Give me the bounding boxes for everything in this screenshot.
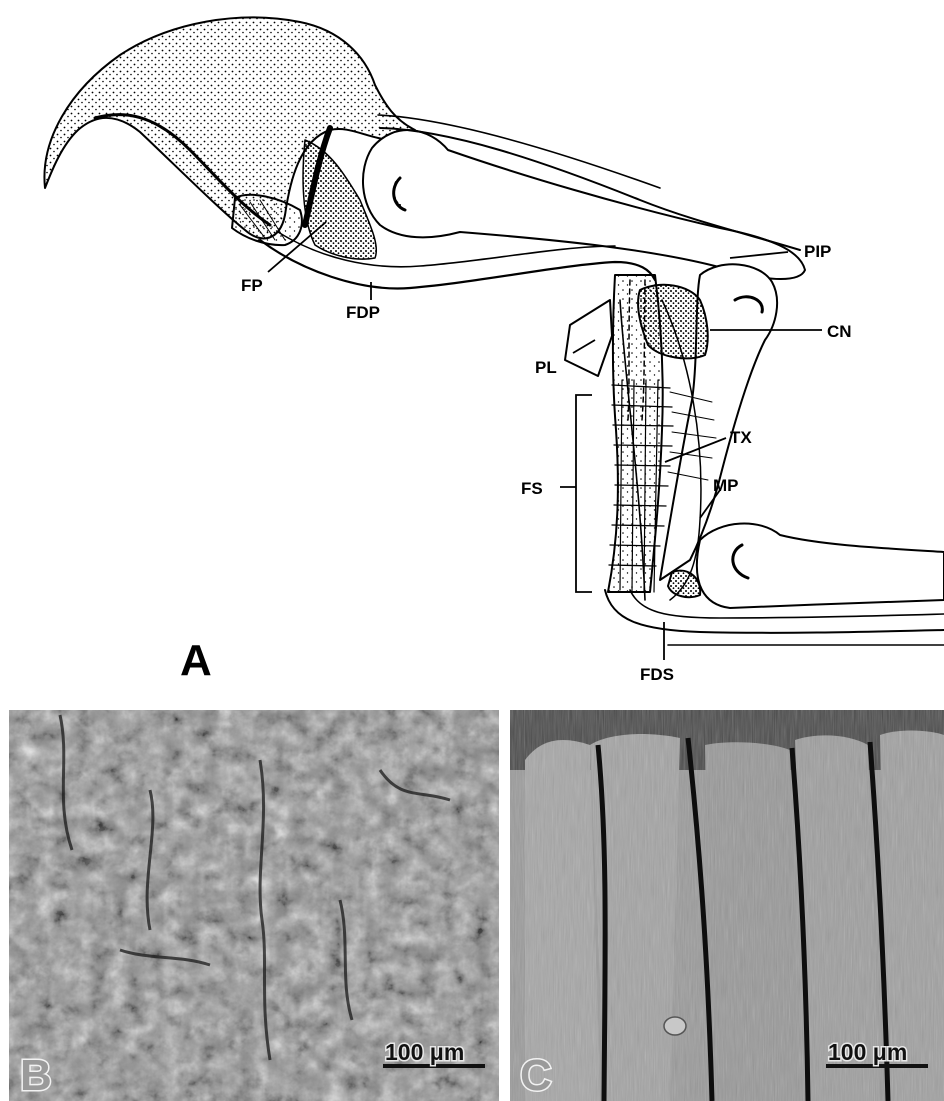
panel-a-letter: A (180, 636, 212, 685)
label-fdp: FDP (346, 303, 380, 322)
label-cn: CN (827, 322, 852, 341)
fs-bracket (560, 395, 592, 592)
palmar-ligament-pl (565, 300, 612, 376)
label-fds: FDS (640, 665, 674, 684)
fibrous-pad-fp (232, 195, 302, 245)
label-pl: PL (535, 358, 557, 377)
panel-b-scale-label: 100 μm (385, 1039, 464, 1065)
panel-c-scale-label: 100 μm (828, 1039, 907, 1065)
panel-b-letter: B (20, 1051, 52, 1100)
panel-b-micrograph: B 100 μm (9, 710, 499, 1101)
panel-a-drawing (44, 17, 944, 645)
label-fp: FP (241, 276, 263, 295)
label-tx: TX (730, 428, 752, 447)
panel-c-micrograph: C 100 μm (510, 710, 944, 1101)
label-mp: MP (713, 476, 739, 495)
panel-c-letter: C (520, 1051, 552, 1100)
label-pip: PIP (804, 242, 831, 261)
label-fs: FS (521, 479, 543, 498)
